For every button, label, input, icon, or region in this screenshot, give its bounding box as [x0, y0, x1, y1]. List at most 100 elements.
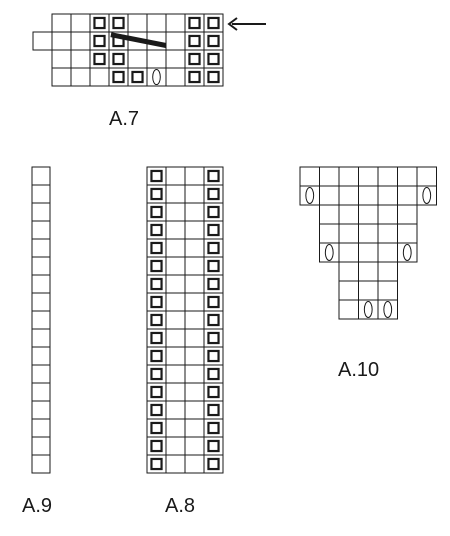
- grid-cell: [146, 436, 167, 456]
- grid-cell: [31, 436, 51, 456]
- yarn-over-symbol: [422, 187, 432, 204]
- purl-symbol: [112, 70, 125, 84]
- purl-symbol: [207, 187, 220, 201]
- chart-a10: [299, 166, 437, 320]
- grid-cell: [89, 67, 110, 87]
- grid-cell: [165, 220, 186, 240]
- grid-cell: [203, 184, 224, 204]
- purl-symbol: [207, 295, 220, 309]
- purl-symbol: [207, 277, 220, 291]
- grid-cell: [203, 202, 224, 222]
- grid-cell: [146, 346, 167, 366]
- grid-cell: [146, 274, 167, 294]
- purl-symbol: [131, 70, 144, 84]
- yarn-over-symbol: [152, 68, 161, 86]
- grid-cell: [338, 223, 359, 244]
- grid-cell: [51, 13, 72, 33]
- purl-symbol: [207, 223, 220, 237]
- grid-cell: [416, 185, 437, 206]
- grid-cell: [31, 454, 51, 474]
- grid-cell: [165, 202, 186, 222]
- purl-symbol: [93, 16, 106, 30]
- grid-cell: [146, 166, 167, 186]
- purl-symbol: [93, 52, 106, 66]
- grid-cell: [319, 223, 340, 244]
- grid-cell: [31, 184, 51, 204]
- grid-cell: [146, 382, 167, 402]
- grid-cell: [70, 67, 91, 87]
- grid-cell: [146, 328, 167, 348]
- grid-cell: [165, 418, 186, 438]
- grid-cell: [146, 364, 167, 384]
- grid-cell: [184, 202, 205, 222]
- grid-cell: [203, 328, 224, 348]
- grid-cell: [358, 261, 379, 282]
- grid-cell: [338, 261, 359, 282]
- chart-label-a7: A.7: [109, 108, 140, 130]
- grid-cell: [70, 13, 91, 33]
- purl-symbol: [150, 169, 163, 183]
- purl-symbol: [150, 367, 163, 381]
- grid-cell: [203, 418, 224, 438]
- grid-cell: [89, 31, 110, 51]
- grid-cell: [203, 454, 224, 474]
- grid-cell: [146, 310, 167, 330]
- grid-cell: [165, 346, 186, 366]
- purl-symbol: [150, 223, 163, 237]
- grid-cell: [377, 299, 398, 320]
- grid-cell: [184, 49, 205, 69]
- purl-symbol: [207, 205, 220, 219]
- grid-cell: [165, 256, 186, 276]
- purl-symbol: [150, 421, 163, 435]
- purl-symbol: [207, 259, 220, 273]
- grid-cell: [203, 274, 224, 294]
- purl-symbol: [112, 52, 125, 66]
- yarn-over-symbol: [383, 301, 393, 318]
- grid-cell: [165, 292, 186, 312]
- grid-cell: [184, 220, 205, 240]
- purl-symbol: [150, 349, 163, 363]
- grid-cell: [358, 223, 379, 244]
- grid-cell: [127, 49, 148, 69]
- grid-cell: [146, 400, 167, 420]
- grid-cell: [165, 49, 186, 69]
- purl-symbol: [207, 367, 220, 381]
- yarn-over-symbol: [324, 244, 334, 261]
- purl-symbol: [188, 16, 201, 30]
- grid-cell: [31, 364, 51, 384]
- grid-cell: [184, 382, 205, 402]
- purl-symbol: [207, 52, 220, 66]
- purl-symbol: [207, 241, 220, 255]
- purl-symbol: [207, 349, 220, 363]
- purl-symbol: [188, 52, 201, 66]
- grid-cell: [338, 185, 359, 206]
- purl-symbol: [207, 169, 220, 183]
- grid-cell: [165, 274, 186, 294]
- purl-symbol: [150, 295, 163, 309]
- purl-symbol: [207, 457, 220, 471]
- purl-symbol: [207, 34, 220, 48]
- purl-symbol: [150, 331, 163, 345]
- purl-symbol: [150, 439, 163, 453]
- grid-cell: [397, 204, 418, 225]
- grid-cell: [165, 382, 186, 402]
- grid-cell: [184, 274, 205, 294]
- grid-cell: [184, 13, 205, 33]
- grid-cell: [203, 31, 224, 51]
- grid-cell: [108, 67, 129, 87]
- grid-cell: [127, 13, 148, 33]
- grid-cell: [165, 31, 186, 51]
- grid-cell: [338, 204, 359, 225]
- purl-symbol: [150, 205, 163, 219]
- grid-cell: [31, 328, 51, 348]
- purl-symbol: [150, 457, 163, 471]
- grid-cell: [358, 299, 379, 320]
- grid-cell: [203, 13, 224, 33]
- grid-cell: [319, 204, 340, 225]
- grid-cell: [108, 13, 129, 33]
- grid-cell: [146, 292, 167, 312]
- cable-bar-symbol: [110, 32, 167, 48]
- purl-symbol: [188, 34, 201, 48]
- grid-cell: [184, 328, 205, 348]
- grid-cell: [31, 202, 51, 222]
